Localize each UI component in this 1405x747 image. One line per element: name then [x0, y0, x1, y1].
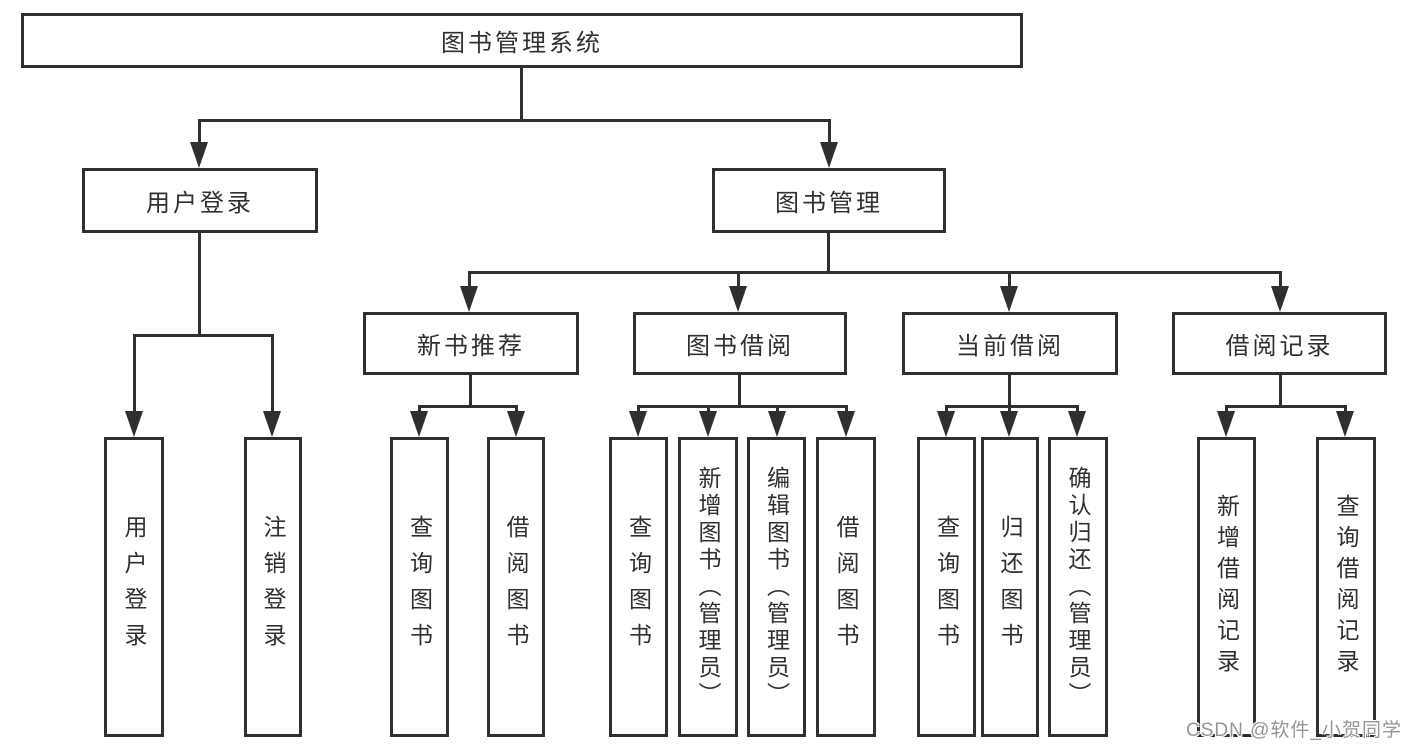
connector-drop-query-books-2 — [637, 405, 640, 415]
leaf-edit-books-admin: 编辑图书（管理员） — [747, 437, 806, 737]
connector-borrowing-records-crossbar — [1225, 405, 1346, 408]
connector-drop-borrow-books-1 — [515, 405, 518, 415]
node-borrowing-records: 借阅记录 — [1172, 312, 1387, 375]
arrowhead-current-borrowing — [1000, 286, 1018, 312]
arrowhead-query-books-1 — [410, 411, 428, 437]
arrowhead-query-borrow-record — [1336, 411, 1354, 437]
node-label: 借阅记录 — [1225, 333, 1334, 360]
connector-drop-query-books-1 — [418, 405, 421, 415]
leaf-label: 查询图书 — [625, 515, 652, 659]
arrowhead-return-books — [1000, 411, 1018, 437]
connector-book-management-stem — [827, 233, 830, 274]
node-label: 图书借阅 — [686, 333, 794, 360]
connector-user-login-crossbar — [133, 334, 274, 337]
leaf-label: 编辑图书（管理员） — [763, 465, 790, 709]
connector-drop-edit-books — [776, 405, 779, 415]
leaf-query-books-1: 查询图书 — [390, 437, 449, 737]
node-label: 当前借阅 — [956, 333, 1064, 360]
leaf-label: 查询图书 — [933, 515, 960, 659]
leaf-label: 归还图书 — [997, 515, 1023, 659]
leaf-label: 借阅图书 — [503, 515, 529, 659]
connector-user-login-stem — [198, 233, 201, 337]
connector-drop-add-books — [707, 405, 710, 415]
leaf-return-books: 归还图书 — [981, 437, 1039, 737]
node-label: 图书管理系统 — [441, 30, 603, 57]
node-label: 新书推荐 — [417, 333, 525, 360]
connector-root-stem — [520, 68, 523, 120]
leaf-label: 确认归还（管理员） — [1065, 465, 1091, 709]
connector-borrowing-records-stem — [1279, 375, 1282, 408]
node-label: 图书管理 — [775, 190, 883, 217]
connector-drop-borrow-books-2 — [845, 405, 848, 415]
connector-current-borrowing-stem — [1008, 375, 1011, 408]
leaf-label: 查询借阅记录 — [1333, 494, 1359, 680]
node-library-management-system: 图书管理系统 — [21, 13, 1023, 68]
leaf-add-books-admin: 新增图书（管理员） — [678, 437, 738, 737]
connector-root-crossbar — [198, 119, 831, 122]
connector-drop-book-borrowing — [737, 271, 740, 289]
arrowhead-book-management — [820, 142, 838, 168]
node-book-management: 图书管理 — [712, 168, 946, 233]
leaf-label: 新增借阅记录 — [1213, 494, 1240, 680]
leaf-label: 用户登录 — [121, 515, 147, 659]
connector-drop-logout — [271, 334, 274, 415]
arrowhead-user-login-action — [125, 411, 143, 437]
node-new-book-recommend: 新书推荐 — [363, 312, 579, 375]
connector-new-book-stem — [469, 375, 472, 408]
arrowhead-book-borrowing — [729, 286, 747, 312]
leaf-borrow-books-2: 借阅图书 — [816, 437, 876, 737]
node-user-login: 用户登录 — [82, 168, 318, 233]
arrowhead-add-borrow-record — [1217, 411, 1235, 437]
leaf-confirm-return-admin: 确认归还（管理员） — [1048, 437, 1108, 737]
connector-book-management-crossbar — [468, 271, 1282, 274]
connector-drop-book-management — [828, 119, 831, 147]
connector-drop-confirm-return — [1076, 405, 1079, 415]
arrowhead-query-books-2 — [629, 411, 647, 437]
connector-current-borrowing-crossbar — [945, 405, 1079, 408]
arrowhead-add-books — [699, 411, 717, 437]
arrowhead-logout — [263, 411, 281, 437]
connector-new-book-crossbar — [418, 405, 518, 408]
leaf-query-books-3: 查询图书 — [917, 437, 976, 737]
connector-book-borrowing-crossbar — [637, 405, 848, 408]
connector-drop-user-login-action — [133, 334, 136, 415]
arrowhead-borrow-books-2 — [837, 411, 855, 437]
connector-drop-query-borrow-record — [1344, 405, 1347, 415]
leaf-label: 借阅图书 — [833, 515, 859, 659]
connector-drop-user-login — [198, 119, 201, 147]
leaf-borrow-books-1: 借阅图书 — [487, 437, 545, 737]
leaf-label: 新增图书（管理员） — [695, 465, 721, 709]
leaf-logout-action: 注销登录 — [244, 437, 302, 737]
leaf-user-login-action: 用户登录 — [104, 437, 164, 737]
arrowhead-user-login — [190, 142, 208, 168]
arrowhead-confirm-return — [1068, 411, 1086, 437]
connector-drop-query-books-3 — [945, 405, 948, 415]
csdn-watermark: CSDN @软件_小贺同学 — [1186, 720, 1402, 741]
node-label: 用户登录 — [146, 190, 254, 217]
arrowhead-borrowing-records — [1271, 286, 1289, 312]
leaf-query-borrow-record: 查询借阅记录 — [1316, 437, 1376, 737]
leaf-label: 注销登录 — [260, 515, 286, 659]
connector-book-borrowing-stem — [738, 375, 741, 408]
connector-drop-new-book-recommend — [468, 271, 471, 289]
connector-drop-borrowing-records — [1279, 271, 1282, 289]
arrowhead-new-book-recommend — [460, 286, 478, 312]
leaf-query-books-2: 查询图书 — [609, 437, 668, 737]
leaf-add-borrow-record: 新增借阅记录 — [1197, 437, 1256, 737]
node-current-borrowing: 当前借阅 — [902, 312, 1118, 375]
arrowhead-query-books-3 — [937, 411, 955, 437]
arrowhead-edit-books — [768, 411, 786, 437]
connector-drop-return-books — [1008, 405, 1011, 415]
node-book-borrowing: 图书借阅 — [633, 312, 847, 375]
arrowhead-borrow-books-1 — [507, 411, 525, 437]
connector-drop-current-borrowing — [1008, 271, 1011, 289]
leaf-label: 查询图书 — [406, 515, 433, 659]
connector-drop-add-borrow-record — [1225, 405, 1228, 415]
